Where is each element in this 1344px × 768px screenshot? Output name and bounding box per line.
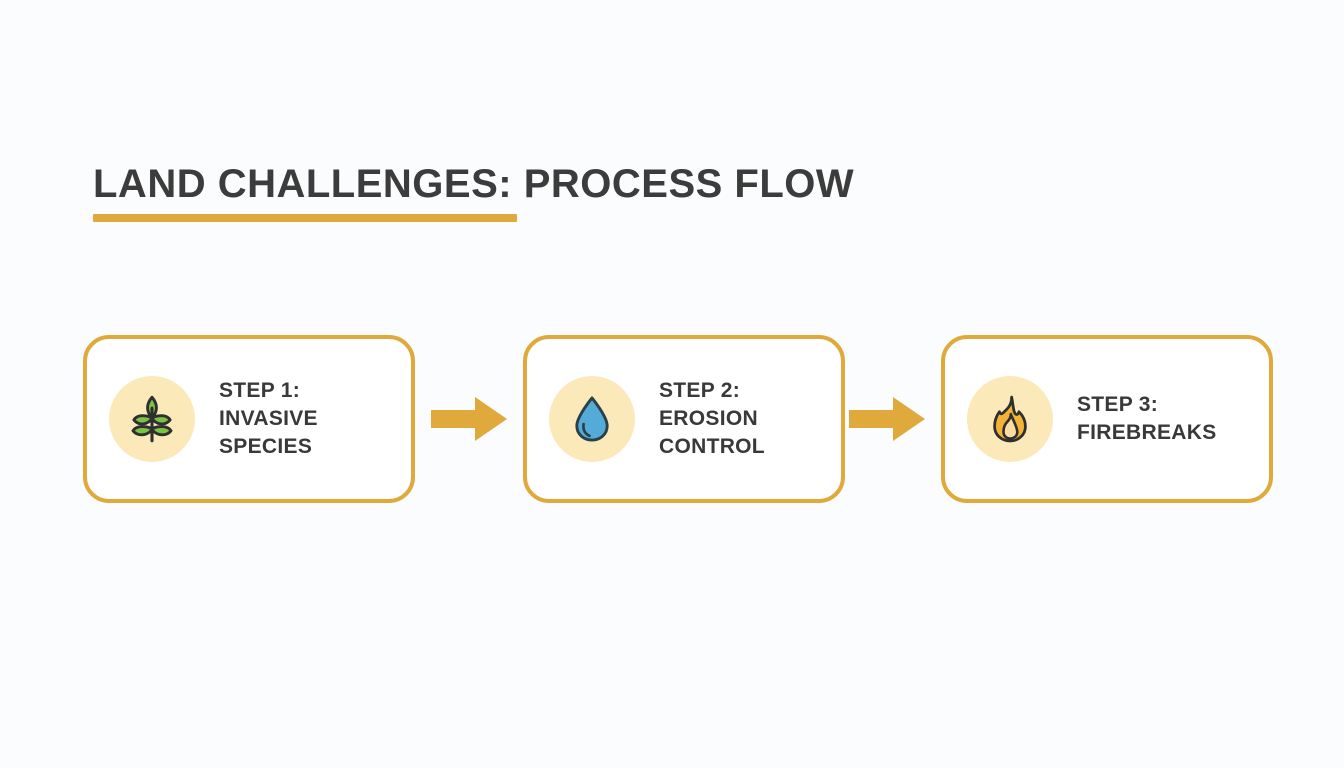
- flow-connector-1: [431, 395, 507, 443]
- process-flow-row: STEP 1: INVASIVE SPECIES STEP 2: EROSION: [0, 335, 1344, 503]
- page-title: LAND CHALLENGES: PROCESS FLOW: [93, 162, 855, 206]
- process-step-card-3[interactable]: STEP 3: FIREBREAKS: [941, 335, 1273, 503]
- flow-connector-2: [849, 395, 925, 443]
- step-2-line-1: STEP 2:: [659, 379, 741, 403]
- water-droplet-icon: [575, 396, 609, 442]
- process-step-card-1[interactable]: STEP 1: INVASIVE SPECIES: [83, 335, 415, 503]
- step-2-line-2: EROSION: [659, 407, 758, 431]
- step-3-icon-badge: [967, 376, 1053, 462]
- step-1-icon-badge: [109, 376, 195, 462]
- leaf-plant-icon: [131, 395, 173, 443]
- step-1-line-1: STEP 1:: [219, 379, 301, 403]
- process-step-card-2[interactable]: STEP 2: EROSION CONTROL: [523, 335, 845, 503]
- step-1-label: STEP 1: INVASIVE SPECIES: [219, 377, 318, 460]
- title-block: LAND CHALLENGES: PROCESS FLOW: [93, 163, 1193, 222]
- step-3-line-2: FIREBREAKS: [1077, 421, 1217, 444]
- step-2-label: STEP 2: EROSION CONTROL: [659, 377, 765, 460]
- step-3-line-1: STEP 3:: [1077, 393, 1159, 417]
- step-2-icon-badge: [549, 376, 635, 462]
- step-1-line-2: INVASIVE: [219, 407, 318, 431]
- step-1-line-3: SPECIES: [219, 434, 313, 458]
- flame-fire-icon: [993, 395, 1027, 443]
- arrow-right-icon: [431, 397, 507, 441]
- arrow-right-icon: [849, 397, 925, 441]
- title-underline: [93, 214, 517, 222]
- step-3-label: STEP 3: FIREBREAKS: [1077, 391, 1217, 446]
- step-2-line-3: CONTROL: [659, 434, 765, 458]
